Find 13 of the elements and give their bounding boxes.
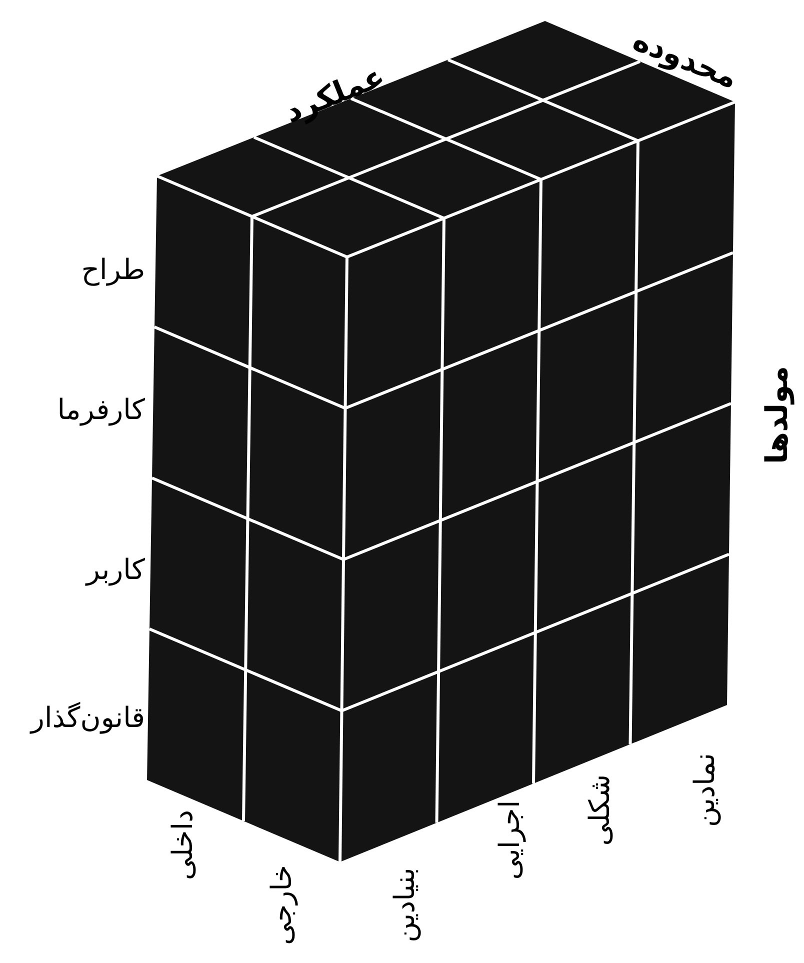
category-label: داخلی (166, 810, 200, 880)
category-label: خارجی (265, 865, 299, 945)
category-label: نمادین (688, 752, 722, 828)
axis-title: محدوده (628, 22, 742, 98)
category-label: کاربر (86, 553, 145, 587)
category-label: کارفرما (57, 393, 145, 427)
category-label: طراح (81, 253, 145, 287)
category-label: قانون‌گذار (30, 701, 145, 735)
axis-title: عملکرد (280, 58, 390, 132)
axis-title: مولدها (760, 366, 796, 464)
category-label: شکلی (583, 774, 617, 846)
category-label: اجرایی (493, 800, 527, 880)
category-label: بنیادین (388, 868, 422, 942)
